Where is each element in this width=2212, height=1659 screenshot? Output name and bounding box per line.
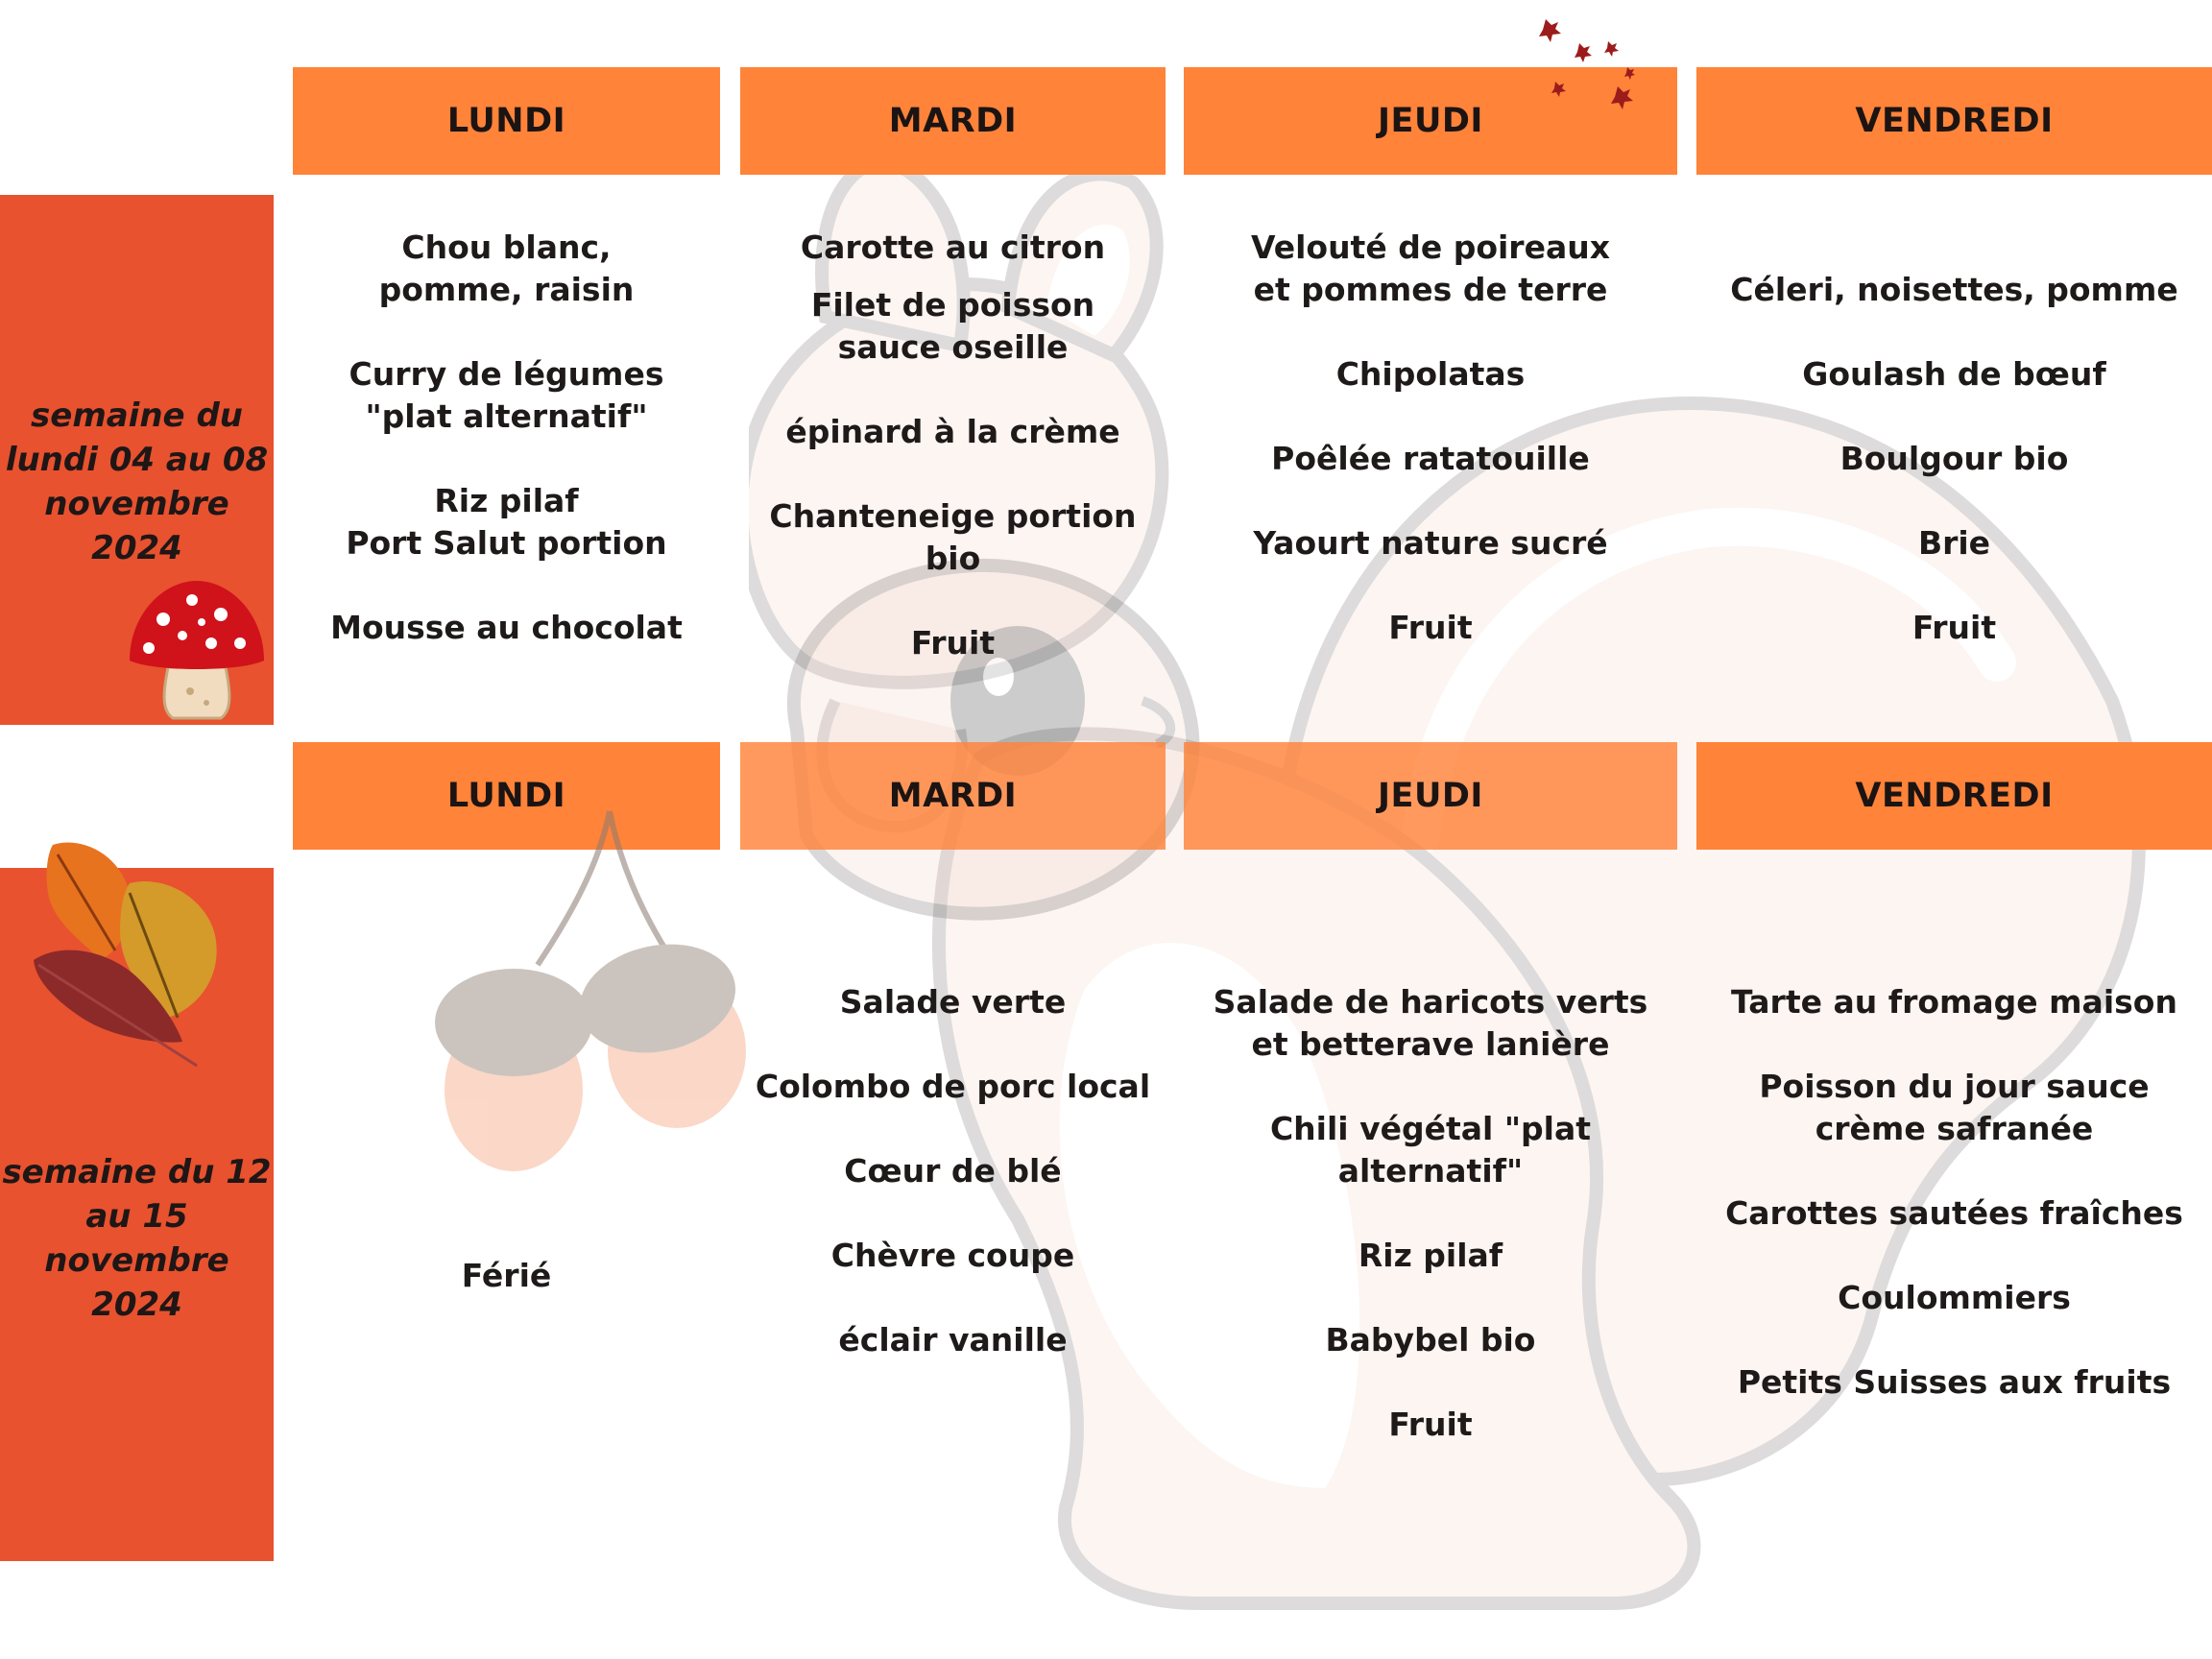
menu-item: Céleri, noisettes, pomme [1730, 271, 2178, 308]
week1-header-lundi: LUNDI [293, 67, 720, 175]
menu-item: éclair vanille [838, 1321, 1068, 1358]
menu-item: Fruit [1388, 609, 1473, 646]
week2-header-mardi: MARDI [740, 742, 1166, 850]
week2-mardi-column: Salade verte Colombo de porc local Cœur … [740, 981, 1166, 1404]
menu-item: Chou blanc, pomme, raisin [378, 228, 635, 308]
menu-item: Poêlée ratatouille [1271, 440, 1590, 477]
week1-lundi-column: Chou blanc, pomme, raisin Curry de légum… [293, 227, 720, 691]
menu-item: Fruit [910, 624, 996, 661]
acorns-icon [435, 810, 746, 1171]
week2-jeudi-column: Salade de haricots verts et betterave la… [1184, 981, 1677, 1488]
week1-vendredi-column: Céleri, noisettes, pomme Goulash de bœuf… [1696, 269, 2212, 691]
menu-item: Chipolatas [1335, 355, 1526, 393]
week2-vendredi-column: Tarte au fromage maison Poisson du jour … [1696, 981, 2212, 1446]
menu-item: Salade verte [839, 983, 1067, 1021]
menu-item: Coulommiers [1838, 1279, 2071, 1316]
squirrel-watermark-icon [749, 163, 2146, 1610]
menu-item: Riz pilaf [434, 482, 579, 519]
menu-item: Colombo de porc local [755, 1068, 1151, 1105]
menu-item: Petits Suisses aux fruits [1737, 1363, 2172, 1401]
week1-jeudi-column: Velouté de poireaux et pommes de terre C… [1184, 227, 1677, 691]
mushroom-icon [130, 581, 264, 720]
menu-item: Tarte au fromage maison [1731, 983, 2177, 1021]
menu-item: Cœur de blé [844, 1152, 1062, 1190]
week2-header-jeudi: JEUDI [1184, 742, 1677, 850]
autumn-leaves-icon [34, 842, 217, 1068]
menu-item: Férié [461, 1257, 552, 1294]
week2-header-vendredi: VENDREDI [1696, 742, 2212, 850]
week1-header-jeudi: JEUDI [1184, 67, 1677, 175]
menu-item: Carotte au citron [800, 228, 1106, 266]
menu-item: Fruit [1911, 609, 1997, 646]
menu-item: Chèvre coupe [830, 1237, 1075, 1274]
menu-item: Babybel bio [1325, 1321, 1536, 1358]
falling-leaves-icon [1539, 19, 1635, 109]
menu-item: Boulgour bio [1839, 440, 2069, 477]
menu-item: Filet de poisson sauce oseille [810, 286, 1095, 366]
week1-header-mardi: MARDI [740, 67, 1166, 175]
menu-item: Velouté de poireaux et pommes de terre [1250, 228, 1611, 308]
menu-item: Curry de légumes "plat alternatif" [349, 355, 664, 435]
week2-header-lundi: LUNDI [293, 742, 720, 850]
week1-mardi-column: Carotte au citron Filet de poisson sauce… [740, 227, 1166, 707]
menu-item: Goulash de bœuf [1802, 355, 2106, 393]
menu-item: Poisson du jour sauce crème safranée [1759, 1068, 2150, 1147]
menu-item: Brie [1917, 524, 1991, 562]
menu-item: Fruit [1388, 1406, 1473, 1443]
week2-label: semaine du 12 au 15 novembre 2024 [2, 1153, 272, 1324]
week2-lundi-column: Férié [293, 1255, 720, 1339]
menu-item: Yaourt nature sucré [1253, 524, 1608, 562]
menu-item: Salade de haricots verts et betterave la… [1213, 983, 1648, 1063]
menu-item: Port Salut portion [346, 524, 667, 562]
menu-item: Mousse au chocolat [330, 609, 683, 646]
menu-item: Carottes sautées fraîches [1725, 1194, 2183, 1232]
week1-label: semaine du lundi 04 au 08 novembre 2024 [5, 397, 269, 567]
week1-header-vendredi: VENDREDI [1696, 67, 2212, 175]
menu-item: épinard à la crème [785, 413, 1120, 450]
menu-item: Chanteneige portion bio [769, 497, 1137, 577]
menu-item: Chili végétal "plat alternatif" [1269, 1110, 1592, 1190]
menu-item: Riz pilaf [1358, 1237, 1503, 1274]
